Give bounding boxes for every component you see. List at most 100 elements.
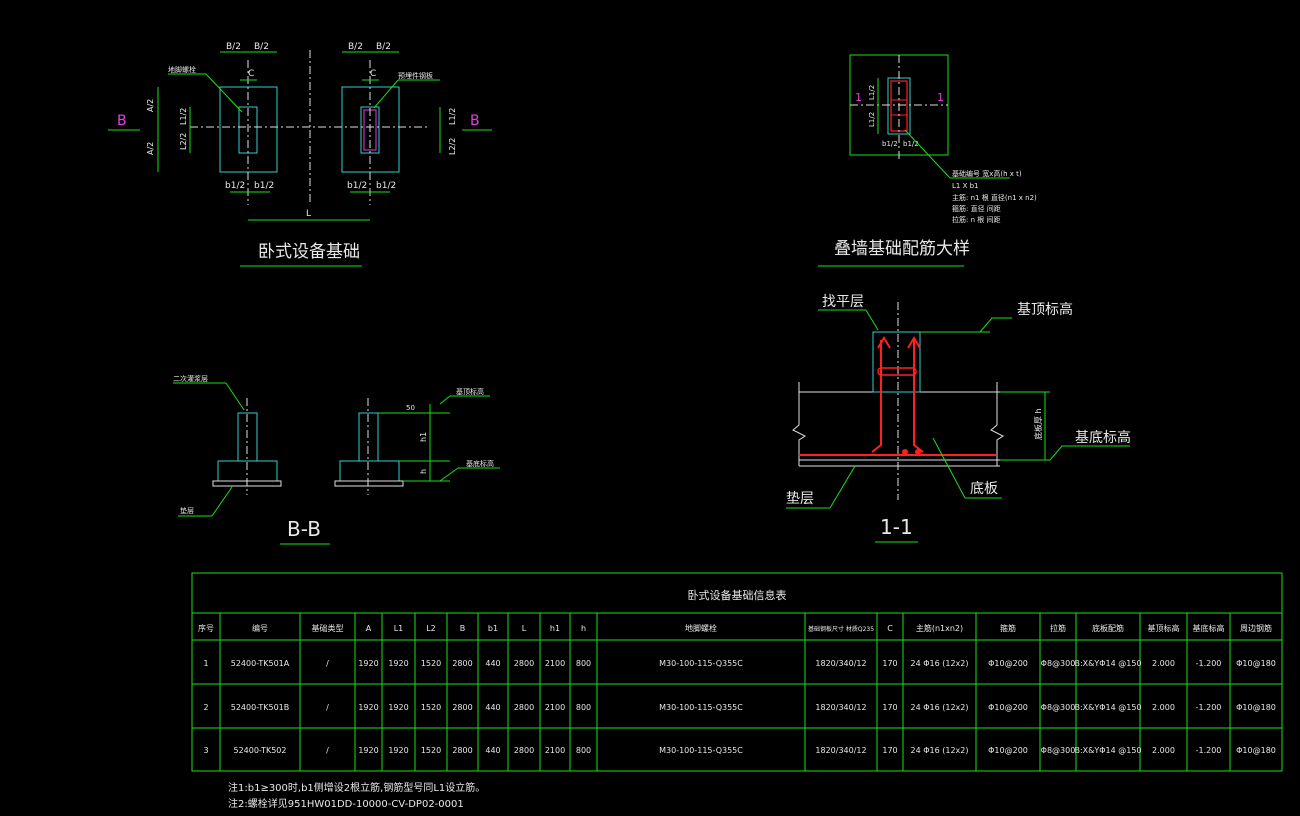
table-header-cell: L xyxy=(522,624,527,633)
elev-tick xyxy=(439,395,451,405)
table-cell: B:X&YΦ14 @150 xyxy=(1074,659,1141,668)
table-cell: 1920 xyxy=(358,659,378,668)
section-bb-title: B-B xyxy=(287,517,321,541)
section-mark-b-right: B xyxy=(470,113,480,129)
table-cell: / xyxy=(326,703,329,712)
table-header-cell: 周边钢筋 xyxy=(1240,623,1272,633)
detail-view: L1/2 L1/2 b1/2 b1/2 1 1 基础编号 宽x高(h x t) … xyxy=(818,54,1037,267)
table-cell: 2.000 xyxy=(1152,659,1175,668)
rebar-dot xyxy=(915,449,921,455)
note-2: 注2:螺栓详见951HW01DD-10000-CV-DP02-0001 xyxy=(228,797,464,810)
leader xyxy=(211,486,233,517)
table-header-cell: 基础类型 xyxy=(312,623,344,633)
rebar-dot xyxy=(902,449,908,455)
dim-a2: A/2 xyxy=(146,142,155,155)
table-header-cell: 基顶标高 xyxy=(1148,623,1180,633)
bb-base-right xyxy=(339,460,400,482)
leader xyxy=(904,129,951,179)
dim-l: L xyxy=(306,209,311,219)
dim-b12: b1/2 xyxy=(347,181,367,191)
callout-4: 箍筋: 直径 间距 xyxy=(952,204,1001,213)
dim-b12: b1/2 xyxy=(376,181,396,191)
table-header-cell: 基础钢板尺寸 材质Q235 xyxy=(808,625,874,633)
table-header-cell: 序号 xyxy=(198,623,214,633)
table-header-cell: 编号 xyxy=(252,623,268,633)
table-title: 卧式设备基础信息表 xyxy=(688,588,787,602)
table-cell: 24 Φ16 (12x2) xyxy=(911,746,969,755)
rebar-hook xyxy=(907,336,921,349)
leader xyxy=(829,465,856,509)
table-cell: 170 xyxy=(882,746,897,755)
bb-cushion-label: 垫层 xyxy=(180,506,194,515)
table-cell: 1820/340/12 xyxy=(815,703,866,712)
table-cell: 170 xyxy=(882,659,897,668)
pedestal-1-1 xyxy=(872,331,921,393)
elev-tick xyxy=(439,467,459,482)
table-cell: 2100 xyxy=(545,703,565,712)
table-cell: 1820/340/12 xyxy=(815,659,866,668)
dim-b2: B/2 xyxy=(226,42,241,52)
table-header-cell: C xyxy=(887,624,893,633)
table-cell: 24 Φ16 (12x2) xyxy=(911,659,969,668)
table-cell: 2800 xyxy=(452,703,472,712)
table-cell: Φ8@300 xyxy=(1041,659,1076,668)
table-cell: 2800 xyxy=(452,659,472,668)
table-cell: 800 xyxy=(576,746,591,755)
leader xyxy=(865,309,879,331)
dim-l12: L1/2 xyxy=(179,108,188,125)
table-cell: 2.000 xyxy=(1152,746,1175,755)
table-header-cell: A xyxy=(366,624,372,633)
table-cell: 2800 xyxy=(514,659,534,668)
table-header-cell: 地脚螺栓 xyxy=(685,623,717,633)
table-header-cell: b1 xyxy=(488,624,498,633)
table-cell: -1.200 xyxy=(1196,659,1222,668)
table-cell: 1920 xyxy=(388,659,408,668)
table-cell: Φ10@200 xyxy=(988,659,1028,668)
section-bb-view: 二次灌浆层 垫层 50 h1 h 基顶标高 基底标高 B-B xyxy=(173,374,500,545)
cushion-label-11: 垫层 xyxy=(786,491,814,507)
table-cell: 2100 xyxy=(545,659,565,668)
dim-b2: B/2 xyxy=(254,42,269,52)
table-cell: M30-100-115-Q355C xyxy=(659,659,743,668)
table-cell: B:X&YΦ14 @150 xyxy=(1074,746,1141,755)
table-header-cell: 底板配筋 xyxy=(1092,623,1124,633)
break-line-right xyxy=(990,382,1004,466)
plan-title: 卧式设备基础 xyxy=(258,242,360,262)
table-cell: 1520 xyxy=(421,659,441,668)
rebar-hook xyxy=(877,336,891,349)
dim-b12: b1/2 xyxy=(254,181,274,191)
table-cell: 3 xyxy=(203,746,208,755)
table-header-cell: 箍筋 xyxy=(1000,623,1016,633)
dim-l12: L1/2 xyxy=(868,112,876,127)
table-cell: 2800 xyxy=(452,746,472,755)
column-rebar-right xyxy=(913,340,924,453)
dim-b2: B/2 xyxy=(348,42,363,52)
callout-2: L1 X b1 xyxy=(952,182,979,190)
plan-note-right: 预埋件钢板 xyxy=(398,71,433,80)
top-elev-label: 基顶标高 xyxy=(1017,301,1073,318)
callout-1: 基础编号 宽x高(h x t) xyxy=(952,169,1022,178)
table-header-cell: L2 xyxy=(426,624,436,633)
table-header-cell: 基底标高 xyxy=(1193,623,1225,633)
slab-thk-label: 底板厚 h xyxy=(1033,408,1043,440)
table-cell: / xyxy=(326,746,329,755)
leveling-label: 找平层 xyxy=(822,294,864,310)
section-mark-1-right: 1 xyxy=(937,91,944,104)
table-cell: 170 xyxy=(882,703,897,712)
dim-c: C xyxy=(370,69,376,79)
table-cell: 440 xyxy=(485,746,500,755)
table-cell: 800 xyxy=(576,659,591,668)
bottom-elev-label: 基底标高 xyxy=(1075,429,1131,446)
table-cell: 2.000 xyxy=(1152,703,1175,712)
bb-h: h xyxy=(419,469,428,474)
detail-title: 叠墙基础配筋大样 xyxy=(834,239,970,259)
table-cell: 1920 xyxy=(358,746,378,755)
table-cell: 440 xyxy=(485,703,500,712)
bb-top-label: 基顶标高 xyxy=(456,387,484,396)
callout-3: 主筋: n1 根 直径(n1 x n2) xyxy=(952,193,1037,202)
table-cell: B:X&YΦ14 @150 xyxy=(1074,703,1141,712)
column-tie xyxy=(877,367,917,376)
table-cell: 1920 xyxy=(358,703,378,712)
table-cell: Φ10@180 xyxy=(1236,703,1276,712)
table-cell: M30-100-115-Q355C xyxy=(659,746,743,755)
